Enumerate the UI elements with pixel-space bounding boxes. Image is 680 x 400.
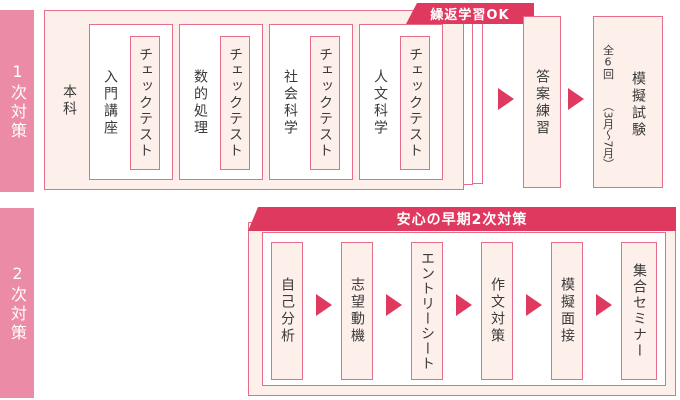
- step-entry-sheet: エントリーシート: [411, 242, 443, 380]
- phase2-label: 2次対策: [0, 208, 34, 398]
- check-test-label-numeric: チェックテスト: [227, 47, 243, 159]
- course-label-intro: 入門講座: [102, 69, 118, 137]
- check-test-box-intro: チェックテスト: [130, 36, 160, 170]
- repeat-study-tag: 繰返学習OK: [406, 3, 534, 24]
- mock-exam-box: 全6回 （3月〜7月） 模擬試験: [593, 16, 663, 188]
- step-motivation: 志望動機: [341, 242, 373, 380]
- course-card-social: 社会科学 チェックテスト: [269, 24, 353, 180]
- course-label-numeric: 数的処理: [192, 69, 208, 137]
- phase2-label-text: 2次対策: [8, 263, 27, 343]
- check-test-label-intro: チェックテスト: [137, 47, 153, 159]
- arrow-step-2: [386, 294, 402, 316]
- answer-practice-label: 答案練習: [534, 69, 550, 137]
- course-label-social: 社会科学: [282, 69, 298, 137]
- step-essay: 作文対策: [481, 242, 513, 380]
- check-test-box-humanities: チェックテスト: [400, 36, 430, 170]
- mock-exam-period: （3月〜7月）: [601, 100, 615, 170]
- course-card-humanities: 人文科学 チェックテスト: [359, 24, 443, 180]
- step-self-analysis: 自己分析: [271, 242, 303, 380]
- course-label-humanities: 人文科学: [372, 69, 388, 137]
- step-label-group-seminar: 集合セミナー: [631, 263, 647, 359]
- arrow-step-1: [316, 294, 332, 316]
- mock-exam-title: 模擬試験: [630, 71, 646, 139]
- step-label-self-analysis: 自己分析: [279, 277, 295, 345]
- phase1-label: 1次対策: [0, 10, 34, 192]
- phase1-label-text: 1次対策: [8, 61, 27, 141]
- step-group-seminar: 集合セミナー: [621, 242, 657, 380]
- course-card-intro: 入門講座 チェックテスト: [89, 24, 173, 180]
- step-label-mock-interview: 模擬面接: [559, 277, 575, 345]
- early-prep-text: 安心の早期2次対策: [396, 212, 528, 228]
- arrow-to-mock-exam: [568, 88, 584, 110]
- step-label-essay: 作文対策: [489, 277, 505, 345]
- arrow-step-5: [596, 294, 612, 316]
- arrow-step-3: [456, 294, 472, 316]
- main-course-label: 本科: [61, 84, 77, 118]
- check-test-label-humanities: チェックテスト: [407, 47, 423, 159]
- check-test-label-social: チェックテスト: [317, 47, 333, 159]
- check-test-box-numeric: チェックテスト: [220, 36, 250, 170]
- step-mock-interview: 模擬面接: [551, 242, 583, 380]
- arrow-step-4: [526, 294, 542, 316]
- mock-exam-count: 全6回: [601, 44, 615, 80]
- arrow-to-answer-practice: [498, 88, 514, 110]
- early-prep-banner: 安心の早期2次対策: [248, 207, 676, 231]
- check-test-box-social: チェックテスト: [310, 36, 340, 170]
- step-label-motivation: 志望動機: [349, 277, 365, 345]
- course-card-numeric: 数的処理 チェックテスト: [179, 24, 263, 180]
- repeat-study-text: 繰返学習OK: [430, 8, 510, 23]
- answer-practice-box: 答案練習: [523, 16, 561, 188]
- step-label-entry-sheet: エントリーシート: [419, 251, 435, 371]
